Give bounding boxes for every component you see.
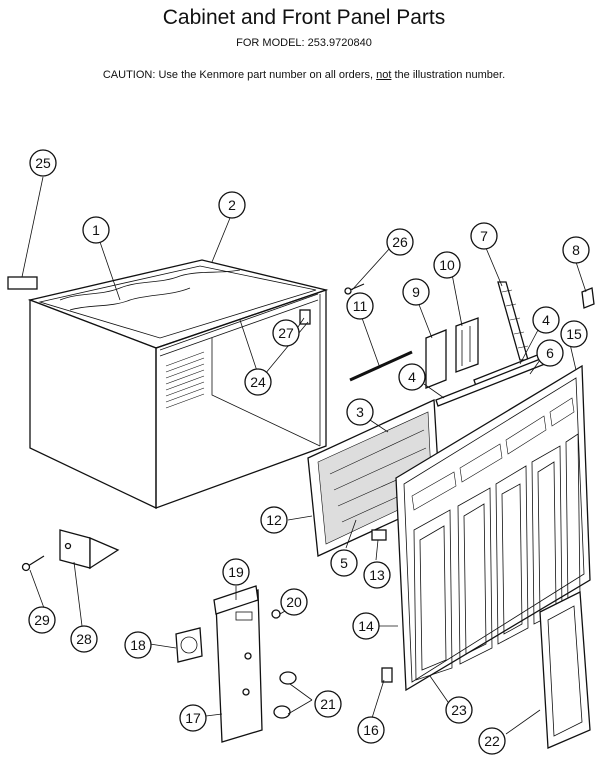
part-15-front-panel (395, 364, 591, 692)
caution-note: CAUTION: Use the Kenmore part number on … (0, 69, 608, 81)
callout-24: 24 (244, 368, 272, 396)
callout-14: 14 (352, 612, 380, 640)
part-7-clip-strip (497, 281, 529, 361)
svg-text:27: 27 (278, 325, 294, 341)
callout-11: 11 (346, 292, 374, 320)
part-26-screw (344, 283, 365, 295)
callout-20: 20 (280, 588, 308, 616)
callouts: 25 1 2 26 27 24 11 10 7 8 9 4 15 6 4 3 1… (28, 149, 590, 755)
callout-5: 5 (330, 549, 358, 577)
svg-text:2: 2 (228, 197, 236, 213)
callout-28: 28 (70, 625, 98, 653)
svg-text:28: 28 (76, 631, 92, 647)
svg-text:1: 1 (92, 222, 100, 238)
callout-19: 19 (222, 558, 250, 586)
callout-23: 23 (445, 696, 473, 724)
svg-text:26: 26 (392, 234, 408, 250)
callout-2: 2 (218, 191, 246, 219)
svg-text:29: 29 (34, 612, 50, 628)
callout-7: 7 (470, 222, 498, 250)
callout-29: 29 (28, 606, 56, 634)
caution-text-end: the illustration number. (391, 69, 506, 81)
part-25-label-plate (7, 276, 38, 290)
part-20-knob (271, 609, 281, 619)
part-11-rail (349, 350, 413, 384)
callout-4-top: 4 (532, 306, 560, 334)
callout-13: 13 (363, 561, 391, 589)
svg-text:20: 20 (286, 594, 302, 610)
callout-3: 3 (346, 398, 374, 426)
part-9-bracket (425, 329, 447, 389)
part-8-clip (581, 287, 595, 309)
svg-text:14: 14 (358, 618, 374, 634)
callout-22: 22 (478, 727, 506, 755)
svg-text:15: 15 (566, 326, 582, 342)
svg-text:24: 24 (250, 374, 266, 390)
svg-text:19: 19 (228, 564, 244, 580)
caution-emphasis: not (376, 69, 392, 81)
model-number: FOR MODEL: 253.9720840 (236, 37, 372, 49)
callout-8: 8 (562, 236, 590, 264)
svg-text:21: 21 (320, 696, 336, 712)
svg-text:9: 9 (412, 284, 420, 300)
svg-text:16: 16 (363, 722, 379, 738)
part-17-control-panel (213, 585, 263, 743)
svg-text:25: 25 (35, 155, 51, 171)
part-28-bracket (59, 529, 120, 570)
callout-9: 9 (402, 278, 430, 306)
callout-25: 25 (29, 149, 57, 177)
svg-text:22: 22 (484, 733, 500, 749)
callout-18: 18 (124, 631, 152, 659)
callout-10: 10 (433, 251, 461, 279)
part-10-frame (455, 317, 479, 373)
svg-text:10: 10 (439, 257, 455, 273)
callout-27: 27 (272, 319, 300, 347)
svg-text:13: 13 (369, 567, 385, 583)
svg-text:11: 11 (353, 298, 368, 314)
svg-text:5: 5 (340, 555, 348, 571)
cabinet (27, 259, 329, 510)
callout-26: 26 (386, 228, 414, 256)
svg-text:4: 4 (408, 369, 416, 385)
part-18-module (175, 627, 203, 663)
part-13-clip (371, 529, 387, 541)
page-title: Cabinet and Front Panel Parts (162, 6, 446, 29)
svg-text:3: 3 (356, 404, 364, 420)
part-21-knobs (273, 671, 297, 719)
svg-text:17: 17 (185, 710, 201, 726)
callout-12: 12 (260, 506, 288, 534)
svg-text:23: 23 (451, 702, 467, 718)
svg-text:6: 6 (546, 345, 554, 361)
callout-16: 16 (357, 716, 385, 744)
svg-text:4: 4 (542, 312, 550, 328)
svg-text:7: 7 (480, 228, 488, 244)
svg-text:18: 18 (130, 637, 146, 653)
callout-4-left: 4 (398, 363, 426, 391)
leader-lines (21, 176, 587, 735)
callout-1: 1 (82, 216, 110, 244)
callout-15: 15 (560, 320, 588, 348)
caution-text: CAUTION: Use the Kenmore part number on … (102, 69, 377, 81)
part-29-screw (21, 555, 45, 572)
callout-21: 21 (314, 690, 342, 718)
callout-17: 17 (179, 704, 207, 732)
part-16-hinge (381, 667, 393, 683)
svg-text:12: 12 (266, 512, 282, 528)
part-22-door (539, 590, 591, 749)
callout-6: 6 (536, 339, 564, 367)
svg-text:8: 8 (572, 242, 580, 258)
